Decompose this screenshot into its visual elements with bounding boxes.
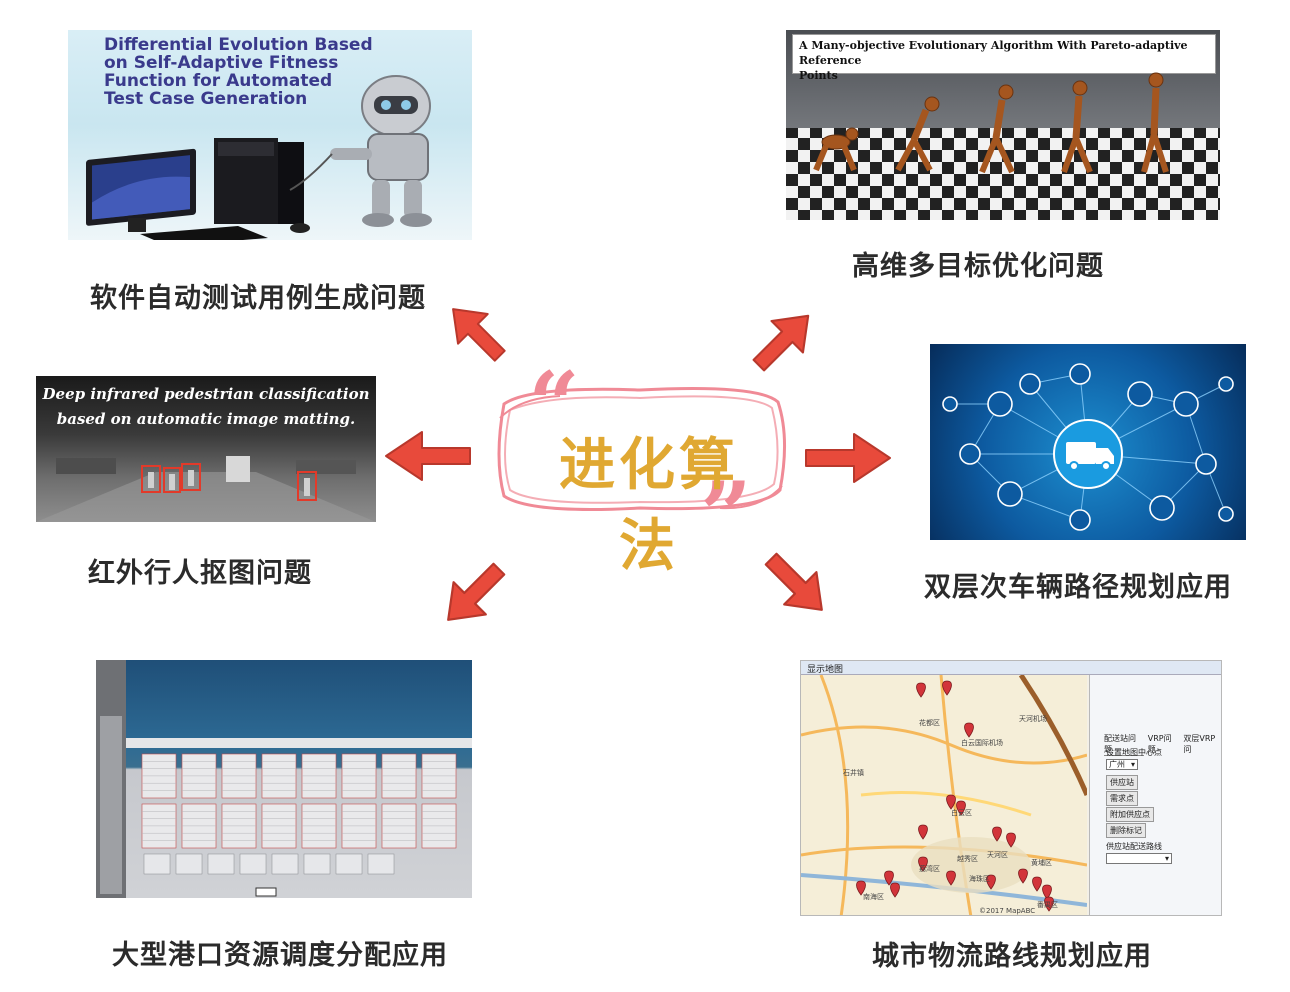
walking-figures-illustration — [786, 72, 1220, 220]
software-testing-image: Differential Evolution Based on Self-Ada… — [68, 30, 472, 240]
sidebar-tab[interactable]: 配送站问题 — [1104, 733, 1144, 756]
caption-port: 大型港口资源调度分配应用 — [112, 940, 448, 971]
caption-infrared: 红外行人抠图问题 — [88, 558, 312, 589]
delete-marker-button[interactable]: 删除标记 — [1106, 823, 1146, 838]
map-tab-bar: 显示地图 — [801, 661, 1221, 675]
supply-station-button[interactable]: 供应站 — [1106, 775, 1138, 790]
map-label: 花都区 — [919, 718, 940, 727]
center-title: 进化算法 — [559, 432, 739, 579]
sidebar-tab[interactable]: 双层VRP问 — [1183, 734, 1216, 754]
arrow-to-vehicle-routing — [805, 433, 891, 483]
paper-title-line: Points — [799, 69, 838, 82]
control-sidebar: 配送站问题 VRP问题 双层VRP问 设置地图中心点 广州 ▾ 供应站 需求点 附… — [1089, 675, 1221, 915]
map-label: 天河区 — [987, 851, 1008, 859]
map-label: 番禺区 — [1037, 901, 1058, 909]
many-objective-image: A Many-objective Evolutionary Algorithm … — [786, 30, 1220, 220]
map-copyright: ©2017 MapABC — [979, 907, 1035, 915]
center-quote-open: “ — [528, 352, 580, 458]
sidebar-tab[interactable]: VRP问题 — [1147, 734, 1172, 754]
software-testing-paper-title: Differential Evolution Based on Self-Ada… — [104, 36, 373, 108]
caption-software-testing: 软件自动测试用例生成问题 — [90, 283, 426, 314]
map-pin-icon[interactable] — [1044, 896, 1054, 912]
map-pin-icon[interactable] — [942, 680, 952, 696]
arrow-to-logistics — [764, 552, 823, 611]
map-label: 白云国际机场 — [961, 738, 1003, 747]
computer-robot-illustration — [86, 75, 432, 240]
map-pin-icon[interactable] — [856, 880, 866, 896]
paper-title-line: Deep infrared pedestrian classification — [42, 385, 370, 403]
map-label: 海珠区 — [969, 874, 990, 883]
demand-point-button[interactable]: 需求点 — [1106, 791, 1138, 806]
map-pin-icon[interactable] — [1006, 832, 1016, 848]
map-label: 天河机场 — [1019, 714, 1047, 723]
center-frame — [497, 387, 786, 511]
chevron-down-icon: ▾ — [1130, 760, 1135, 769]
map-pin-icon[interactable] — [992, 826, 1002, 842]
caption-vehicle-routing: 双层次车辆路径规划应用 — [924, 572, 1232, 603]
arrow-to-software-testing — [452, 308, 506, 362]
paper-title-line: based on automatic image matting. — [56, 410, 356, 428]
route-select[interactable]: ▾ — [1106, 853, 1172, 864]
many-objective-paper-title: A Many-objective Evolutionary Algorithm … — [792, 34, 1216, 82]
chevron-down-icon: ▾ — [1164, 854, 1169, 863]
vehicle-routing-image — [930, 344, 1246, 540]
map-pin-icon[interactable] — [916, 682, 926, 698]
map-label: 白云区 — [951, 808, 972, 817]
map-label: 越秀区 — [957, 854, 978, 863]
port-yard-illustration — [96, 660, 472, 898]
map-pin-icon[interactable] — [918, 824, 928, 840]
paper-title-line: Test Case Generation — [104, 89, 308, 109]
map-pin-icon[interactable] — [956, 800, 966, 816]
arrow-to-port — [447, 562, 506, 621]
map-pin-icon[interactable] — [884, 870, 894, 886]
map-pin-icon[interactable] — [1032, 876, 1042, 892]
paper-title-line: on Self-Adaptive Fitness — [104, 53, 339, 73]
map-pin-icon[interactable] — [890, 882, 900, 898]
infrared-scene-illustration — [36, 456, 376, 522]
map-pin-icon[interactable] — [946, 794, 956, 810]
map-pin-icon[interactable] — [918, 856, 928, 872]
map-label: 黄埔区 — [1031, 858, 1052, 867]
map-label: 南海区 — [863, 892, 884, 901]
map-label: 石井镇 — [843, 768, 864, 777]
paper-title-line: A Many-objective Evolutionary Algorithm … — [799, 39, 1188, 67]
caption-many-objective: 高维多目标优化问题 — [852, 251, 1104, 282]
map-pin-icon[interactable] — [1018, 868, 1028, 884]
extra-supply-button[interactable]: 附加供应点 — [1106, 807, 1154, 822]
city-select[interactable]: 广州 ▾ — [1106, 759, 1138, 770]
caption-logistics: 城市物流路线规划应用 — [872, 941, 1152, 972]
sidebar-tabs: 配送站问题 VRP问题 双层VRP问 — [1104, 733, 1221, 756]
map-pin-icon[interactable] — [964, 722, 974, 738]
map-label: 荔湾区 — [919, 864, 940, 873]
arrow-to-infrared — [385, 431, 471, 481]
center-point-label: 设置地图中心点 — [1106, 748, 1162, 757]
map-pin-icon[interactable] — [1042, 884, 1052, 900]
map-pin-icon[interactable] — [946, 870, 956, 886]
arrow-to-many-objective — [752, 314, 810, 372]
route-label: 供应站配送路线 — [1106, 842, 1162, 851]
paper-title-line: Function for Automated — [104, 71, 333, 91]
map-pin-icon[interactable] — [986, 874, 996, 890]
city-select-value: 广州 — [1109, 760, 1125, 769]
port-image — [96, 660, 472, 898]
infrared-paper-title: Deep infrared pedestrian classification … — [36, 382, 376, 432]
infrared-image: Deep infrared pedestrian classification … — [36, 376, 376, 522]
network-truck-illustration — [942, 363, 1234, 531]
paper-title-line: Differential Evolution Based — [104, 35, 373, 55]
city-map-illustration: 花都区 白云国际机场 白云区 天河区 越秀区 荔湾区 海珠区 番禺区 黄埔区 南… — [801, 675, 1087, 915]
logistics-map-window: 显示地图 花都区 白云国际机场 白云区 天河区 越秀区 荔湾区 海珠区 番禺区 … — [800, 660, 1222, 916]
map-tab[interactable]: 显示地图 — [807, 665, 844, 675]
center-quote-close: ” — [700, 462, 752, 568]
